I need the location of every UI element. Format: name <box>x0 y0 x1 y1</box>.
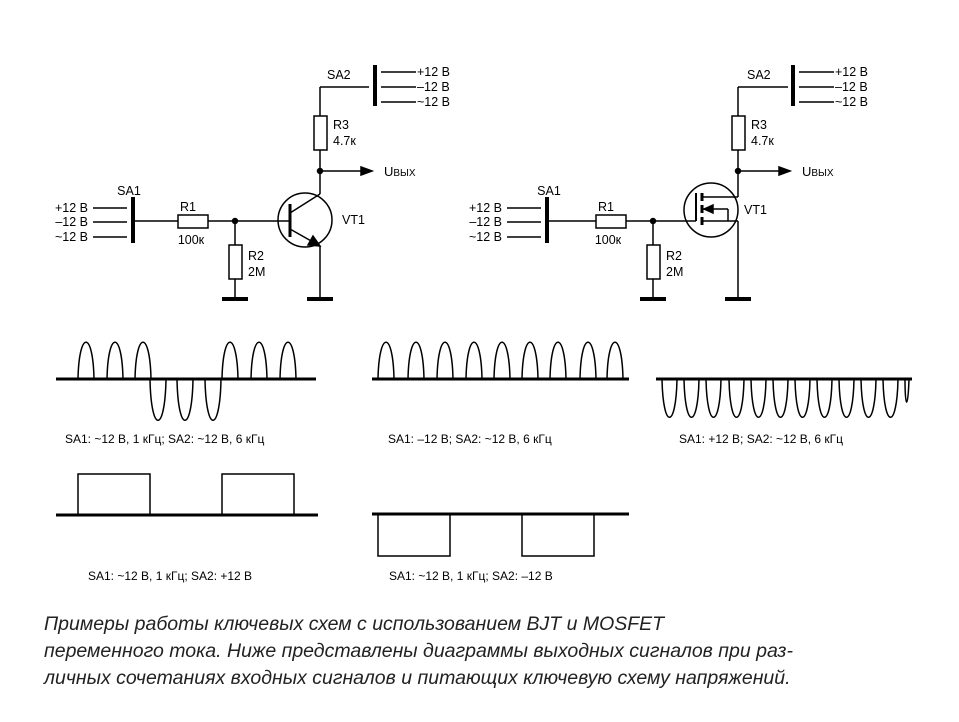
vt-label: VT1 <box>342 213 365 227</box>
r1-label: R1 <box>180 200 196 214</box>
r2-resistor <box>228 244 243 280</box>
sa2-label: SA2 <box>747 68 771 82</box>
r1-resistor <box>177 214 209 229</box>
vt-label: VT1 <box>744 203 767 217</box>
caption-line-2: переменного тока. Ниже представлены диаг… <box>44 640 793 662</box>
sa1-input-1: +12 В <box>469 201 502 215</box>
sa2-switch <box>791 65 834 106</box>
r1-label: R1 <box>598 200 614 214</box>
waveform-3 <box>656 377 912 418</box>
mosfet-labels: SA1 +12 В –12 В ~12 В R1 100к R2 2M R3 4… <box>469 65 868 279</box>
caption-line-3: личных сочетаниях входных сигналов и пит… <box>44 667 791 689</box>
mosfet-transistor-icon <box>683 182 739 238</box>
waveform-4 <box>56 473 318 517</box>
sa1-input-2: –12 В <box>55 215 88 229</box>
waveform-caption-1: SA1: ~12 В, 1 кГц; SA2: ~12 В, 6 кГц <box>65 432 264 446</box>
r3-value: 4.7к <box>751 134 774 148</box>
output-label: UВЫХ <box>802 164 834 179</box>
r1-value: 100к <box>595 233 622 247</box>
sa2-input-3: ~12 В <box>417 95 450 109</box>
sa1-input-3: ~12 В <box>469 230 502 244</box>
sa2-input-2: –12 В <box>417 80 450 94</box>
r1-value: 100к <box>178 233 205 247</box>
waveform-5 <box>372 512 629 557</box>
r3-value: 4.7к <box>333 134 356 148</box>
r1-resistor <box>595 214 627 229</box>
bjt-labels: SA1 +12 В –12 В ~12 В R1 100к R2 2M R3 4… <box>55 65 450 279</box>
sa1-label: SA1 <box>117 184 141 198</box>
sa1-input-2: –12 В <box>469 215 502 229</box>
bjt-schematic <box>93 65 416 301</box>
output-label: UВЫХ <box>384 164 416 179</box>
sa2-input-1: +12 В <box>417 65 450 79</box>
r3-resistor <box>313 115 328 151</box>
r2-resistor <box>646 244 661 280</box>
bjt-transistor-icon <box>277 192 333 248</box>
sa2-label: SA2 <box>327 68 351 82</box>
r2-label: R2 <box>666 249 682 263</box>
sa2-input-1: +12 В <box>835 65 868 79</box>
r2-value: 2M <box>666 265 683 279</box>
waveform-caption-2: SA1: –12 В; SA2: ~12 В, 6 кГц <box>388 432 552 446</box>
output-arrow-icon <box>778 165 793 177</box>
r3-label: R3 <box>333 118 349 132</box>
output-arrow-icon <box>360 165 375 177</box>
sa1-input-1: +12 В <box>55 201 88 215</box>
sa1-input-3: ~12 В <box>55 230 88 244</box>
waveform-caption-5: SA1: ~12 В, 1 кГц; SA2: –12 В <box>389 569 553 583</box>
sa2-input-3: ~12 В <box>835 95 868 109</box>
r2-value: 2M <box>248 265 265 279</box>
sa1-switch <box>507 197 596 243</box>
sa1-label: SA1 <box>537 184 561 198</box>
r3-label: R3 <box>751 118 767 132</box>
waveform-captions: SA1: ~12 В, 1 кГц; SA2: ~12 В, 6 кГц SA1… <box>65 432 843 583</box>
figure-caption: Примеры работы ключевых схем с использов… <box>44 611 924 692</box>
waveform-caption-3: SA1: +12 В; SA2: ~12 В, 6 кГц <box>679 432 843 446</box>
caption-line-1: Примеры работы ключевых схем с использов… <box>44 613 665 635</box>
r2-label: R2 <box>248 249 264 263</box>
waveform-1 <box>56 341 316 421</box>
mosfet-schematic <box>507 65 834 301</box>
waveform-2 <box>372 341 629 381</box>
sa2-input-2: –12 В <box>835 80 868 94</box>
sa1-switch <box>93 197 178 243</box>
waveform-caption-4: SA1: ~12 В, 1 кГц; SA2: +12 В <box>88 569 252 583</box>
sa2-switch <box>373 65 416 106</box>
r3-resistor <box>731 115 746 151</box>
